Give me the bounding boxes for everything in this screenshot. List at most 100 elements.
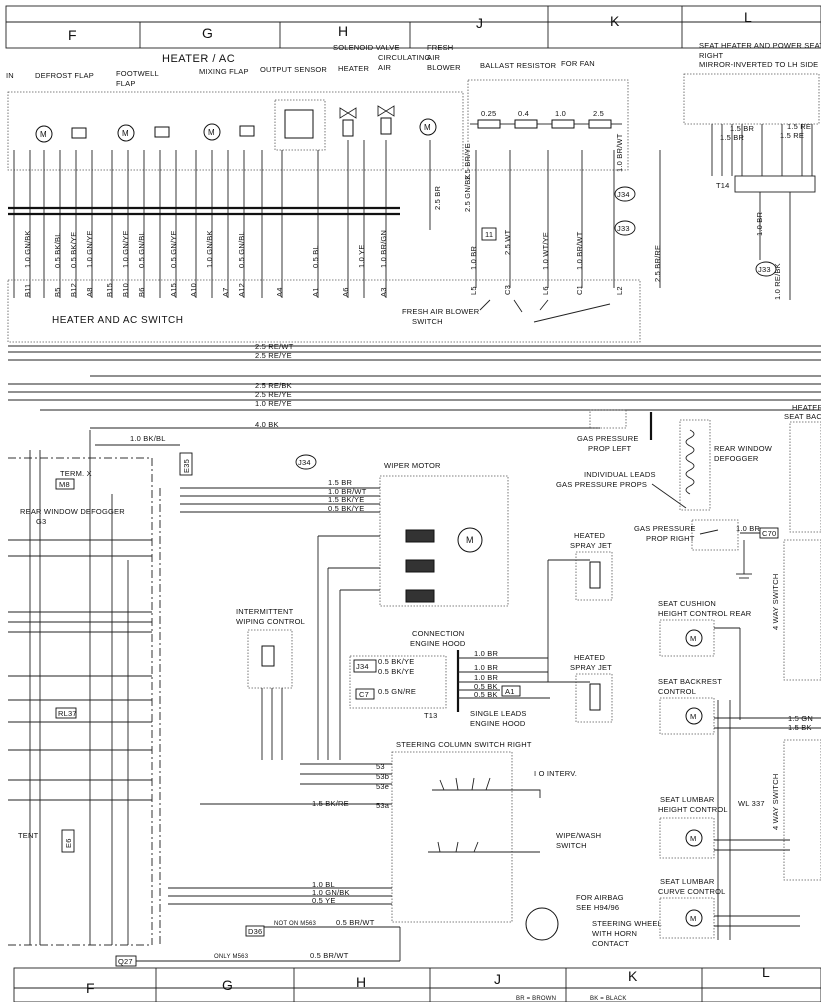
seat-heater-connector-t14: T14 1.5 BR 1.5 BR 1.5 RE 1.5 RE 1.0 BR 1… <box>711 122 816 300</box>
legend-black: BK = BLACK <box>590 996 627 1002</box>
grid-top-h: H <box>338 23 348 39</box>
svg-text:1.0 BK/BL: 1.0 BK/BL <box>130 434 166 443</box>
svg-text:M: M <box>690 634 696 643</box>
svg-text:2.5 BR/YE: 2.5 BR/YE <box>463 143 472 180</box>
svg-text:REAR WINDOW: REAR WINDOW <box>714 444 773 453</box>
svg-text:A10: A10 <box>189 283 198 297</box>
svg-text:M: M <box>40 130 47 139</box>
solenoid-valve-title: SOLENOID VALVE <box>333 43 400 52</box>
svg-text:B10: B10 <box>121 283 130 297</box>
svg-text:M: M <box>690 834 696 843</box>
svg-text:STEERING COLUMN SWITCH RIGHT: STEERING COLUMN SWITCH RIGHT <box>396 740 532 749</box>
fresh-air-label-2: AIR <box>427 53 440 62</box>
svg-text:C3: C3 <box>503 285 512 295</box>
steering-wheel-icon <box>525 907 559 941</box>
grid-bottom-j: J <box>494 971 501 987</box>
svg-text:GAS PRESSURE: GAS PRESSURE <box>577 434 639 443</box>
grid-bottom-g: G <box>222 977 233 993</box>
fresh-air-label-3: BLOWER <box>427 63 461 72</box>
switch-pin-labels: B11 B5 B12 A8 B15 B10 B6 A15 A10 A7 A12 … <box>23 283 624 297</box>
circulating-label-2: AIR <box>378 63 391 72</box>
grid-bottom-h: H <box>356 974 366 990</box>
svg-text:M: M <box>690 712 696 721</box>
svg-text:1.5 BK/YE: 1.5 BK/YE <box>328 495 364 504</box>
sub-in: IN <box>6 71 14 80</box>
rear-defogger-g3-label-1: REAR WINDOW DEFOGGER <box>20 507 125 516</box>
svg-text:1.0 BL: 1.0 BL <box>312 880 335 889</box>
svg-text:1.5 BK/RE: 1.5 BK/RE <box>312 799 349 808</box>
tag-j34-wiper: J34 <box>295 454 317 470</box>
svg-text:A6: A6 <box>341 287 350 297</box>
sub-for-fan: FOR FAN <box>561 59 595 68</box>
svg-text:HEATED: HEATED <box>574 653 605 662</box>
svg-text:SEAT LUMBAR: SEAT LUMBAR <box>660 877 715 886</box>
svg-text:M: M <box>466 535 474 545</box>
fresh-air-blower-motor-icon: M <box>419 118 437 136</box>
svg-text:ENGINE HOOD: ENGINE HOOD <box>470 719 526 728</box>
svg-text:WIPE/WASH: WIPE/WASH <box>556 831 601 840</box>
steering-column-switch: STEERING COLUMN SWITCH RIGHT 53 53b 53e … <box>168 740 601 937</box>
bottom-q27-wire: Q27 ONLY M563 0.5 BR/WT <box>115 927 401 967</box>
svg-text:1.0 RE/BK: 1.0 RE/BK <box>773 263 782 300</box>
svg-text:2.5 BR: 2.5 BR <box>433 185 442 210</box>
svg-text:0.5 BK/YE: 0.5 BK/YE <box>328 504 364 513</box>
svg-text:M: M <box>208 128 215 137</box>
svg-text:1.0 GN/BK: 1.0 GN/BK <box>312 888 350 897</box>
svg-text:1.0 GN/BK: 1.0 GN/BK <box>205 230 214 268</box>
svg-text:Q27: Q27 <box>118 957 133 966</box>
svg-text:E6: E6 <box>64 838 73 848</box>
svg-text:INDIVIDUAL LEADS: INDIVIDUAL LEADS <box>584 470 656 479</box>
svg-text:1.0 GN/YE: 1.0 GN/YE <box>85 230 94 268</box>
svg-text:DEFOGGER: DEFOGGER <box>714 454 759 463</box>
ballast-resistors: 0.25 0.4 1.0 2.5 <box>470 109 622 129</box>
seat-heater-title-2: RIGHT <box>699 51 724 60</box>
heater-wire-codes: 1.0 GN/BK 0.5 BK/BL 0.5 BK/YE 1.0 GN/YE … <box>23 133 662 282</box>
svg-text:INTERMITTENT: INTERMITTENT <box>236 607 294 616</box>
top-grid-bar: F G H J K L <box>5 5 821 49</box>
circulating-valve-icon <box>380 117 392 135</box>
svg-text:B15: B15 <box>105 283 114 297</box>
seat-heater-title-3: MIRROR-INVERTED TO LH SIDE <box>699 60 818 69</box>
left-defogger-section: TERM. X M8 REAR WINDOW DEFOGGER G3 E35 R… <box>8 430 193 946</box>
steering-wheel-horn: FOR AIRBAG SEE H94/96 STEERING WHEEL WIT… <box>525 893 662 948</box>
fresh-blower-switch-label-1: FRESH AIR BLOWER <box>402 307 480 316</box>
sub-output-sensor: OUTPUT SENSOR <box>260 65 327 74</box>
svg-text:B12: B12 <box>69 283 78 297</box>
bus-lines: 2.5 RE/WT 2.5 RE/YE 2.5 RE/BK 2.5 RE/YE … <box>8 342 821 446</box>
svg-text:M: M <box>690 914 696 923</box>
svg-text:CONTACT: CONTACT <box>592 939 629 948</box>
svg-text:1.5 RE: 1.5 RE <box>787 122 811 131</box>
seat-lumbar-height-motor-icon <box>685 829 703 847</box>
svg-text:FOR AIRBAG: FOR AIRBAG <box>576 893 624 902</box>
svg-text:1.5 BK: 1.5 BK <box>788 723 812 732</box>
svg-text:PROP LEFT: PROP LEFT <box>588 444 632 453</box>
fresh-blower-switch-contacts <box>479 299 611 323</box>
right-seat-controls: HEATER SEAT BAC 4 WAY SWITCH SEAT CUSHIO… <box>658 403 821 940</box>
svg-text:M: M <box>122 129 129 138</box>
grid-bottom-l: L <box>762 964 770 980</box>
svg-text:L5: L5 <box>469 286 478 295</box>
grid-top-l: L <box>744 9 752 25</box>
svg-text:J34: J34 <box>356 662 369 671</box>
svg-text:0.5 BR/WT: 0.5 BR/WT <box>310 951 349 960</box>
svg-text:C1: C1 <box>575 285 584 295</box>
svg-text:PROP RIGHT: PROP RIGHT <box>646 534 695 543</box>
resistor-value-2: 0.4 <box>518 109 529 118</box>
engine-hood-connection: CONNECTION ENGINE HOOD J34 C7 0.5 BK/YE … <box>349 629 590 728</box>
svg-text:1.5 BR: 1.5 BR <box>720 133 745 142</box>
svg-text:SPRAY JET: SPRAY JET <box>570 663 612 672</box>
svg-text:B5: B5 <box>53 287 62 297</box>
svg-text:0.5 BK/BL: 0.5 BK/BL <box>53 232 62 268</box>
svg-text:M: M <box>424 123 431 132</box>
svg-text:1.5 RE: 1.5 RE <box>780 131 804 140</box>
intermittent-wiping-control: INTERMITTENT WIPING CONTROL <box>236 607 305 760</box>
svg-text:A4: A4 <box>275 287 284 297</box>
svg-text:WL 337: WL 337 <box>738 799 765 808</box>
svg-text:0.5 BR/WT: 0.5 BR/WT <box>336 918 375 927</box>
svg-text:J34: J34 <box>298 458 311 467</box>
svg-text:4.0 BK: 4.0 BK <box>255 420 279 429</box>
heated-spray-jet-1-icon <box>589 561 601 589</box>
svg-text:A1: A1 <box>505 687 515 696</box>
svg-text:STEERING WHEEL: STEERING WHEEL <box>592 919 662 928</box>
svg-text:C7: C7 <box>359 690 369 699</box>
